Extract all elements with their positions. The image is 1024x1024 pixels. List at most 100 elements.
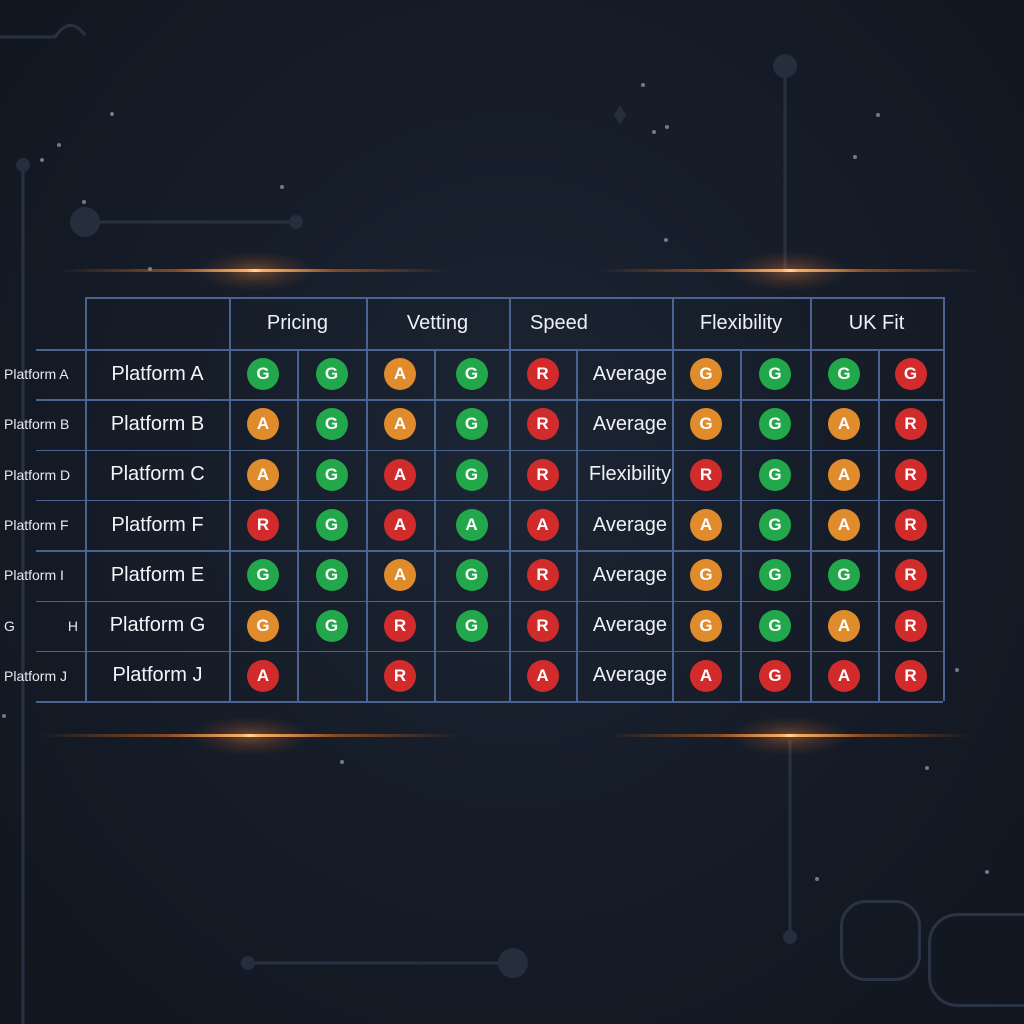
platform-name: Platform B xyxy=(110,412,205,435)
rating-cell: A xyxy=(366,450,434,500)
rating-cell: G xyxy=(740,651,810,701)
rating-badge-g: G xyxy=(247,559,279,592)
rating-cell: A xyxy=(366,500,434,550)
rating-badge-a: A xyxy=(828,458,860,491)
rating-cell: G xyxy=(740,399,810,449)
rating-cell: G xyxy=(297,349,366,399)
platform-name: Platform F xyxy=(111,513,204,536)
rating-badge-r: R xyxy=(526,609,559,642)
grid-line xyxy=(85,297,943,299)
rating-badge-r: A xyxy=(828,659,860,692)
speed-text: Average xyxy=(592,664,668,687)
rating-badge-r: R xyxy=(526,358,559,391)
rating-cell: A xyxy=(810,651,878,701)
rating-cell: G xyxy=(434,349,509,399)
rating-cell: Average xyxy=(580,349,680,399)
lock-icon xyxy=(840,900,921,981)
column-header-flexibility: Flexibility xyxy=(699,311,783,334)
rating-cell: G xyxy=(434,601,509,651)
rating-badge-g: G xyxy=(828,358,860,391)
grid-line xyxy=(943,297,945,701)
grid-line xyxy=(36,600,943,602)
rating-badge-g: G xyxy=(315,559,348,592)
rating-cell: A xyxy=(366,550,434,600)
rating-cell: R xyxy=(509,601,576,651)
rating-cell: R xyxy=(683,450,729,500)
speed-text: Average xyxy=(592,362,668,385)
rating-cell: G xyxy=(229,349,297,399)
glow-flare xyxy=(610,734,970,737)
rating-cell: G xyxy=(740,550,810,600)
rating-badge-g: G xyxy=(315,408,348,441)
rating-cell: A xyxy=(229,651,297,701)
rating-cell: R xyxy=(366,651,434,701)
rating-cell: G xyxy=(683,349,729,399)
grid-line xyxy=(36,399,943,401)
rating-badge-r: A xyxy=(690,659,722,692)
rating-badge-a: A xyxy=(828,408,860,441)
rating-cell: G xyxy=(229,601,297,651)
rating-badge-a: A xyxy=(828,509,860,542)
rating-badge-r: R xyxy=(526,559,559,592)
rating-cell: Flexibility xyxy=(580,450,680,500)
rating-badge-a: G xyxy=(247,609,279,642)
column-header-vetting: Vetting xyxy=(406,311,469,334)
rating-badge-g: G xyxy=(759,358,791,391)
rating-cell: R xyxy=(229,500,297,550)
rating-badge-r: A xyxy=(526,659,559,692)
rating-cell: G xyxy=(810,349,878,399)
rating-badge-r: R xyxy=(894,408,927,441)
rating-cell: A xyxy=(509,651,576,701)
rating-badge-g: G xyxy=(455,559,488,592)
rating-cell: A xyxy=(434,500,509,550)
rating-cell: R xyxy=(878,450,943,500)
rating-badge-a: G xyxy=(690,559,722,592)
rating-cell: G xyxy=(878,349,943,399)
rating-cell: Average xyxy=(580,500,680,550)
outer-label-part: G xyxy=(4,617,15,634)
rating-badge-a: A xyxy=(247,458,279,491)
outer-label: G H xyxy=(0,600,86,650)
rating-badge-a: G xyxy=(690,609,722,642)
rating-cell: G xyxy=(810,550,878,600)
rating-cell: G xyxy=(434,399,509,449)
outer-row-labels: Platform A Platform B Platform D Platfor… xyxy=(0,349,86,701)
rating-badge-r: G xyxy=(894,358,927,391)
rating-badge-r: R xyxy=(690,458,722,491)
rating-badge-g: G xyxy=(759,458,791,491)
rating-cell: A xyxy=(509,500,576,550)
rating-cell: R xyxy=(509,349,576,399)
rating-cell: A xyxy=(229,450,297,500)
glow-flare xyxy=(60,269,450,272)
speed-text: Average xyxy=(592,614,668,637)
outer-label: Platform I xyxy=(4,567,64,584)
rating-badge-r: R xyxy=(526,458,559,491)
rating-badge-g: G xyxy=(759,509,791,542)
rating-badge-g: G xyxy=(759,609,791,642)
rating-badge-r: R xyxy=(894,458,927,491)
rating-cell: G xyxy=(683,601,729,651)
rating-cell: A xyxy=(366,399,434,449)
rating-badge-a: G xyxy=(690,408,722,441)
rating-cell: R xyxy=(509,450,576,500)
grid-line xyxy=(297,349,299,702)
speed-text: Average xyxy=(592,412,668,435)
rating-badge-r: R xyxy=(384,609,416,642)
rating-badge-a: A xyxy=(384,559,416,592)
platform-name: Platform E xyxy=(110,563,205,586)
rating-badge-r: A xyxy=(384,509,416,542)
rating-cell: Average xyxy=(580,399,680,449)
rating-cell: G xyxy=(297,550,366,600)
rating-badge-g: G xyxy=(315,358,348,391)
rating-badge-a: A xyxy=(690,509,722,542)
grid-line xyxy=(229,297,231,701)
column-header-pricing: Pricing xyxy=(266,311,329,334)
column-header-uk-fit: UK Fit xyxy=(848,311,905,334)
grid-line xyxy=(36,349,943,351)
rating-cell: A xyxy=(229,399,297,449)
rating-badge-g: G xyxy=(247,358,279,391)
rating-cell: G xyxy=(434,450,509,500)
outer-label: Platform F xyxy=(4,517,69,534)
grid-line xyxy=(672,297,674,701)
platform-name: Platform J xyxy=(112,664,203,687)
